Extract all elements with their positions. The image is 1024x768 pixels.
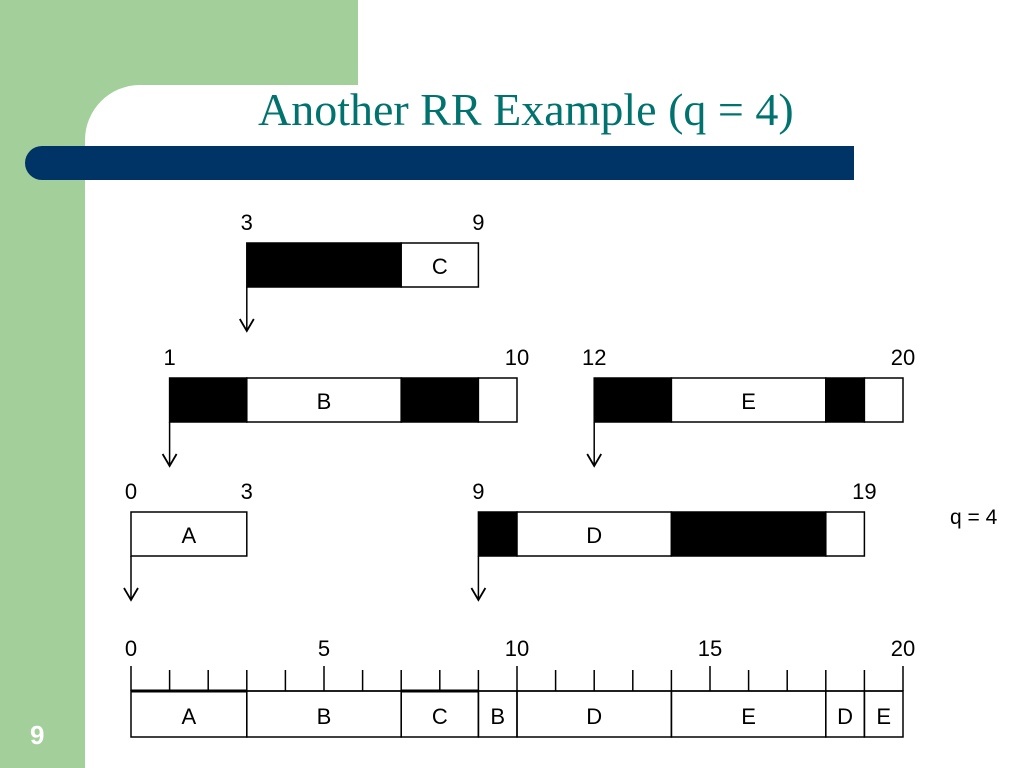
timeline-tick-label: 0 bbox=[125, 636, 137, 661]
process-e-arrival-label: 12 bbox=[582, 345, 606, 370]
process-c-segment bbox=[400, 242, 480, 288]
process-c-segment bbox=[246, 242, 402, 288]
process-a-finish-label: 3 bbox=[241, 479, 253, 504]
process-c: C 3 9 bbox=[239, 210, 485, 333]
process-e-segment bbox=[825, 377, 866, 423]
process-e-label: E bbox=[741, 389, 756, 414]
timeline-slice-label: D bbox=[586, 704, 602, 729]
timeline-slice bbox=[863, 690, 904, 738]
process-d-label: D bbox=[586, 523, 602, 548]
timeline-tick-label: 10 bbox=[505, 636, 529, 661]
timeline-slice-label: E bbox=[876, 704, 891, 729]
arrival-arrow-head-icon bbox=[123, 587, 139, 602]
process-d-segment bbox=[477, 511, 518, 557]
process-b-arrival-label: 1 bbox=[163, 345, 175, 370]
process-e-segment bbox=[863, 377, 904, 423]
timeline-tick-label: 5 bbox=[318, 636, 330, 661]
arrival-arrow-head-icon bbox=[586, 453, 602, 468]
process-a-segment bbox=[130, 511, 248, 557]
timeline-slice-label: D bbox=[837, 704, 853, 729]
process-c-arrival-label: 3 bbox=[241, 210, 253, 235]
process-b-segment bbox=[400, 377, 480, 423]
process-b-segment bbox=[168, 377, 248, 423]
timeline-slice-label: B bbox=[317, 704, 332, 729]
process-d-finish-label: 19 bbox=[852, 479, 876, 504]
process-a-arrival-label: 0 bbox=[125, 479, 137, 504]
process-c-finish-label: 9 bbox=[472, 210, 484, 235]
process-b: B 1 10 bbox=[161, 345, 529, 468]
process-d-segment bbox=[670, 511, 827, 557]
arrival-arrow-head-icon bbox=[161, 453, 178, 468]
timeline-slice-label: C bbox=[432, 704, 448, 729]
process-e-segment bbox=[593, 377, 673, 423]
title-underline-bar bbox=[25, 146, 854, 180]
process-b-segment bbox=[477, 377, 518, 423]
arrival-arrow-head-icon bbox=[470, 587, 487, 602]
process-d-segment bbox=[516, 511, 673, 557]
quantum-label: q = 4 bbox=[950, 506, 998, 529]
process-c-label: C bbox=[432, 254, 448, 279]
background-green-left bbox=[0, 0, 85, 768]
process-d: D 9 19 bbox=[470, 479, 877, 602]
process-a-label: A bbox=[182, 523, 197, 548]
content-panel bbox=[85, 85, 1024, 768]
timeline-slice-label: E bbox=[741, 704, 756, 729]
process-d-arrival-label: 9 bbox=[472, 479, 484, 504]
timeline-slice-label: B bbox=[490, 704, 505, 729]
arrival-arrow-head-icon bbox=[239, 318, 255, 333]
process-e-segment bbox=[670, 377, 827, 423]
process-b-finish-label: 10 bbox=[505, 345, 529, 370]
process-b-segment bbox=[246, 377, 402, 423]
process-e-finish-label: 20 bbox=[891, 345, 915, 370]
process-b-label: B bbox=[317, 389, 332, 414]
process-a: A 0 3 bbox=[123, 479, 253, 602]
slide-number: 9 bbox=[30, 720, 45, 750]
timeline-slice-label: A bbox=[182, 704, 197, 729]
process-d-segment bbox=[825, 511, 866, 557]
timeline-tick-label: 15 bbox=[698, 636, 722, 661]
timeline-tick-label: 20 bbox=[891, 636, 915, 661]
process-e: E 12 20 bbox=[582, 345, 915, 468]
slide-title: Another RR Example (q = 4) bbox=[258, 84, 794, 135]
